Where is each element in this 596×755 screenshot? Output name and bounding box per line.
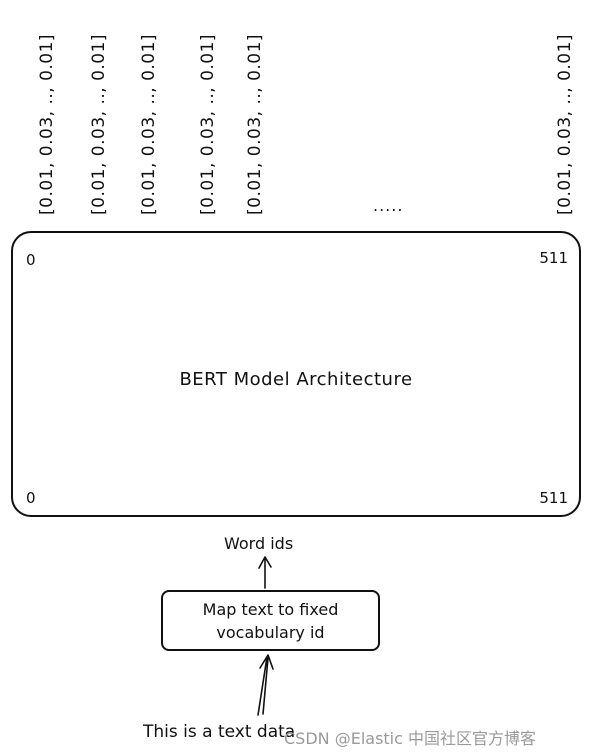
vector-ellipsis: .....: [373, 196, 404, 215]
mapping-line-1: Map text to fixed: [202, 600, 339, 619]
model-title: BERT Model Architecture: [179, 369, 413, 390]
input-arrow: [257, 654, 274, 716]
watermark: CSDN @Elastic 中国社区官方博客: [284, 729, 537, 748]
mapping-line-2: vocabulary id: [216, 623, 325, 642]
top-left-index: 0: [26, 251, 36, 269]
top-right-index: 511: [539, 249, 568, 267]
input-text-label: This is a text data: [143, 722, 296, 742]
bottom-left-index: 0: [26, 489, 36, 507]
word-ids-label: Word ids: [224, 534, 294, 553]
bert-model-box: 0 511 BERT Model Architecture 0 511: [11, 231, 581, 517]
vocab-mapping-box: Map text to fixed vocabulary id: [161, 590, 380, 651]
word-ids-arrow: [258, 556, 272, 589]
bottom-right-index: 511: [539, 489, 568, 507]
